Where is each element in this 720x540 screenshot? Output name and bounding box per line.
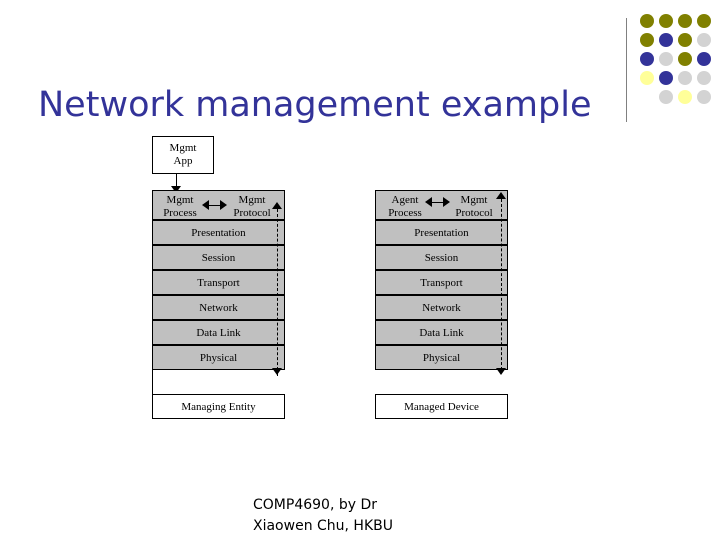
right-protocol-label-line2: Protocol	[455, 207, 493, 219]
mgmt-app-box: Mgmt App	[152, 136, 214, 174]
right-stack-down-arrow-icon	[496, 368, 506, 375]
dot	[697, 71, 711, 85]
managed-device-box: Managed Device	[375, 394, 508, 419]
right-protocol-vertical-line	[501, 199, 502, 370]
right-layer-datalink: Data Link	[375, 320, 508, 345]
left-process-protocol-arrow-right-icon	[220, 200, 227, 210]
slide-footer: COMP4690, by Dr Xiaowen Chu, HKBU	[253, 495, 513, 537]
dot	[678, 33, 692, 47]
left-protocol-label: Mgmt Protocol	[222, 194, 282, 220]
left-layer-transport: Transport	[152, 270, 285, 295]
right-layer-session: Session	[375, 245, 508, 270]
mgmt-app-label-line1: Mgmt	[169, 142, 197, 154]
left-protocol-up-arrow-icon	[272, 202, 282, 209]
right-protocol-label: Mgmt Protocol	[445, 194, 503, 220]
right-process-label: Agent Process	[376, 194, 434, 220]
left-layer-session: Session	[152, 245, 285, 270]
left-process-protocol-arrow-left-icon	[202, 200, 209, 210]
dot	[697, 33, 711, 47]
left-process-label: Mgmt Process	[152, 194, 208, 220]
dot	[659, 52, 673, 66]
right-layer-presentation: Presentation	[375, 220, 508, 245]
dot	[640, 14, 654, 28]
left-layer-physical: Physical	[152, 345, 285, 370]
mgmt-app-connector-line	[176, 174, 177, 188]
left-protocol-vertical-line	[277, 209, 278, 370]
right-layer-transport: Transport	[375, 270, 508, 295]
dot	[697, 14, 711, 28]
decorative-dot-grid	[640, 14, 712, 114]
dot	[678, 90, 692, 104]
managing-entity-box: Managing Entity	[152, 394, 285, 419]
left-process-label-line2: Process	[163, 207, 197, 219]
right-protocol-up-arrow-icon	[496, 192, 506, 199]
mgmt-app-label-line2: App	[173, 155, 193, 167]
right-process-protocol-arrow-left-icon	[425, 197, 432, 207]
dot	[659, 71, 673, 85]
right-process-protocol-line	[430, 202, 446, 203]
page-title: Network management example	[38, 85, 592, 126]
dot	[678, 71, 692, 85]
dot	[659, 33, 673, 47]
dot	[640, 33, 654, 47]
dot	[640, 52, 654, 66]
footer-line-2: Xiaowen Chu, HKBU	[253, 518, 393, 534]
left-stack-down-arrow-icon	[272, 368, 282, 375]
left-layer-presentation: Presentation	[152, 220, 285, 245]
left-protocol-label-line1: Mgmt	[238, 194, 266, 206]
title-divider-rule	[626, 18, 627, 122]
right-process-protocol-arrow-right-icon	[443, 197, 450, 207]
left-stack-outer-line	[152, 190, 153, 395]
dot	[697, 52, 711, 66]
footer-line-1: COMP4690, by Dr	[253, 497, 378, 513]
dot	[659, 14, 673, 28]
right-process-label-line1: Agent	[391, 194, 419, 206]
dot	[678, 52, 692, 66]
right-stack-top-row	[375, 190, 508, 220]
mgmt-app-connector-arrow-icon	[171, 186, 181, 193]
dot	[640, 71, 654, 85]
left-process-label-line1: Mgmt	[166, 194, 194, 206]
right-protocol-label-line1: Mgmt	[460, 194, 488, 206]
left-layer-network: Network	[152, 295, 285, 320]
left-process-protocol-line	[207, 205, 223, 206]
right-layer-network: Network	[375, 295, 508, 320]
dot	[659, 90, 673, 104]
dot	[697, 90, 711, 104]
left-protocol-label-line2: Protocol	[233, 207, 271, 219]
right-process-label-line2: Process	[388, 207, 422, 219]
dot	[678, 14, 692, 28]
right-layer-physical: Physical	[375, 345, 508, 370]
left-layer-datalink: Data Link	[152, 320, 285, 345]
